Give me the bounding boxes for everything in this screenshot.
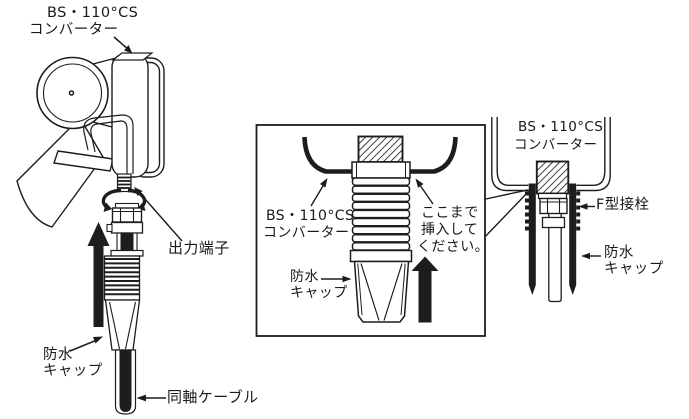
lnb-drawing [16,36,183,415]
cable-connector [106,202,144,252]
coaxial-cable [114,349,137,415]
converter-silhouette-right [409,136,458,174]
label-insert-note-line1: ここまで [421,205,479,221]
feed-horn [36,56,117,130]
label-output-terminal: 出力端子 [168,239,230,257]
label-right-converter-line2: コンバーター [514,137,598,153]
waterproof-cap [103,249,144,351]
label-left-converter-line2: コンバーター [29,22,119,38]
housing-outline [491,117,611,192]
label-left-converter-line1: BS・110°CS [47,5,139,21]
cap-walls [525,183,581,295]
section-leader-lines [578,203,601,260]
section-cable [548,214,562,303]
label-inset-converter-line2: コンバーター [263,225,350,241]
up-arrow [87,222,110,327]
label-right-converter-line1: BS・110°CS [518,119,604,135]
inset-leader-lines [310,178,434,283]
label-right-cap-line1: 防水 [604,245,634,261]
label-left-cap-line2: キャップ [43,363,103,379]
inset-detail-drawing [255,124,486,337]
converter-silhouette-left [302,136,353,174]
cap-collar-top [351,161,411,179]
f-connector-nut [537,192,568,229]
label-right-cap-line2: キャップ [604,261,664,277]
label-inset-cap-line1: 防水 [290,269,319,285]
label-insert-note-line2: 挿入して [421,222,479,238]
callout-wedge [485,189,530,237]
label-left-cap-line1: 防水 [43,347,73,363]
inset-up-arrow [411,256,439,323]
label-f-connector: F型接栓 [596,197,650,213]
terminal-hatched [357,135,404,163]
label-coaxial-cable: 同軸ケーブル [167,388,259,406]
support-arm [16,116,114,228]
terminal-hatched-section [535,160,570,195]
cap-taper [353,260,410,323]
output-terminal [116,173,132,193]
label-insert-note-line3: ください。 [417,239,489,255]
cap-collar-bottom [349,249,413,263]
mount-bracket [83,114,134,174]
cross-section-drawing [491,117,611,303]
label-inset-converter-line1: BS・110°CS [266,208,355,224]
cap-ribs [351,177,411,251]
leader-lines [69,36,183,402]
converter-body [111,52,165,178]
label-inset-cap-line2: キャップ [290,285,348,301]
